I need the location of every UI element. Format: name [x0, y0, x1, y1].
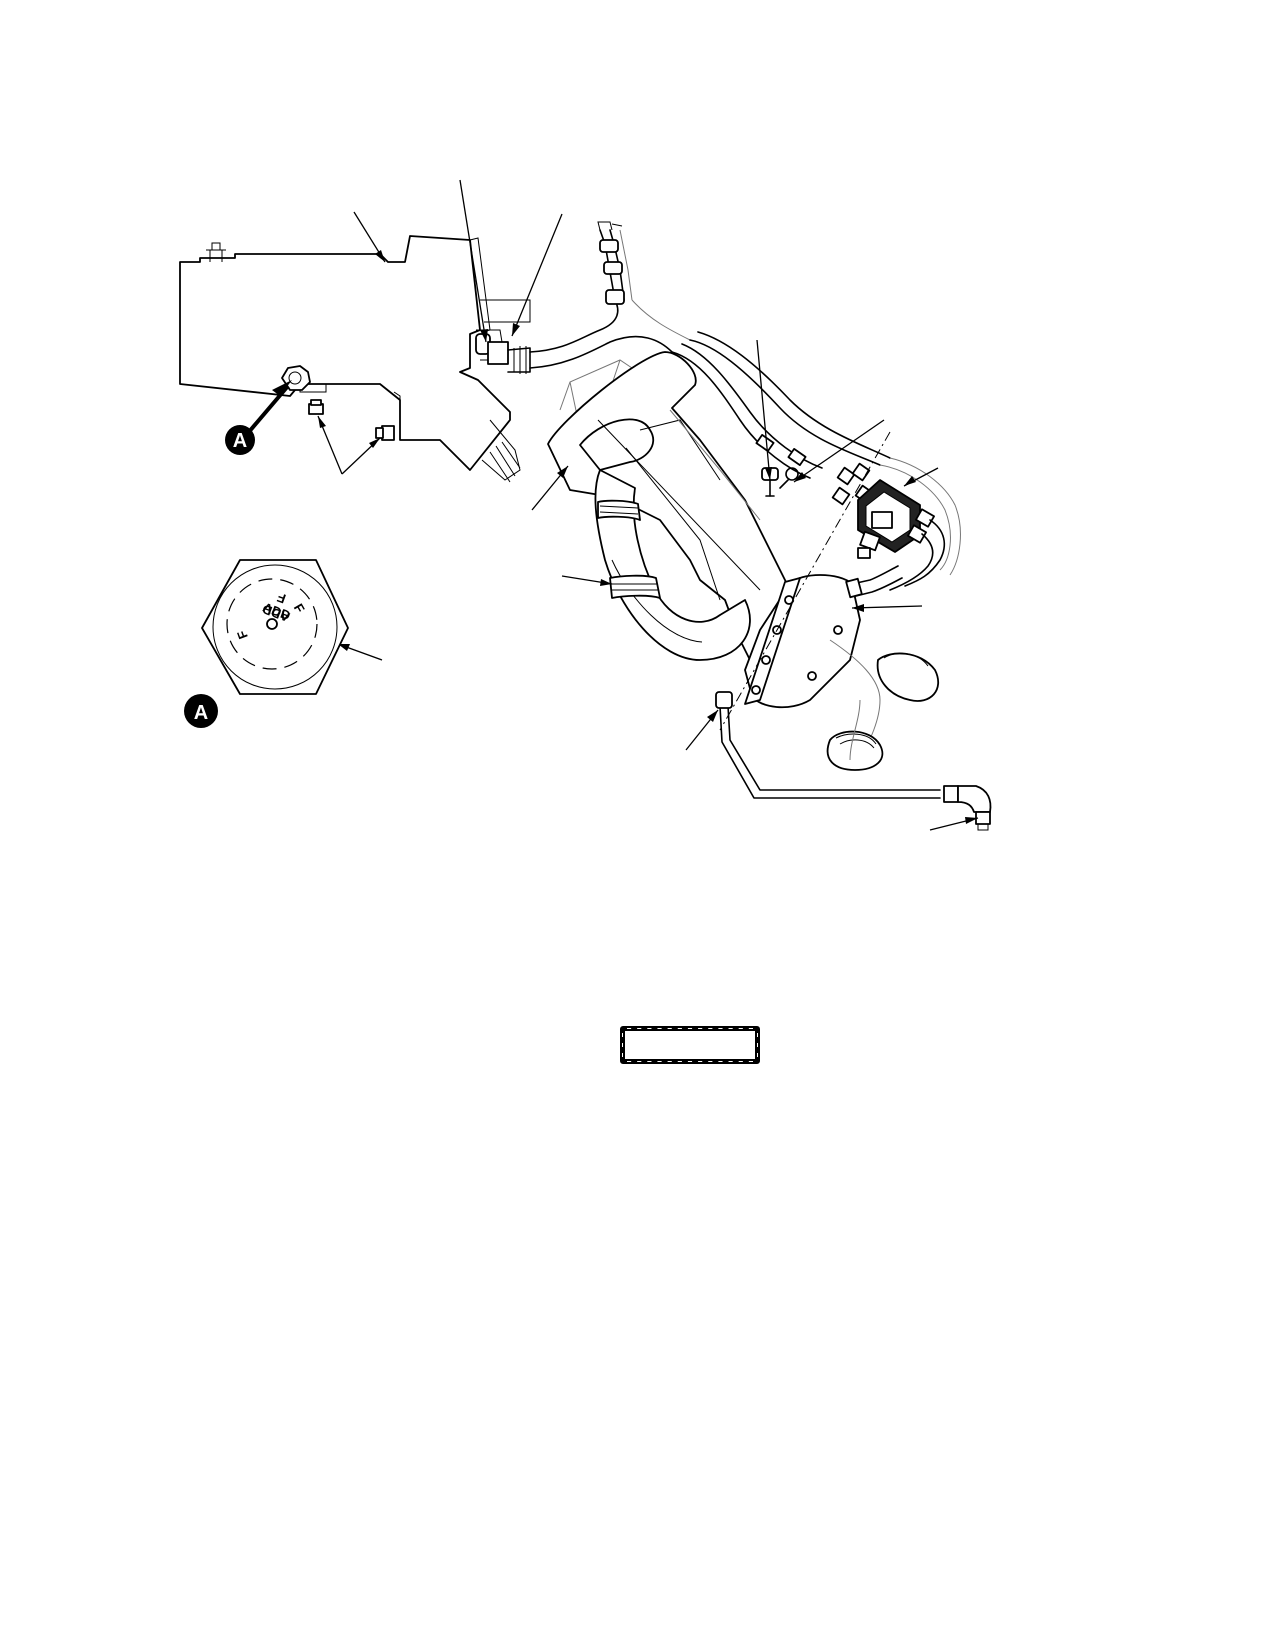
detail-callout-a: A [225, 380, 292, 455]
detail-inset-a: A [184, 694, 218, 728]
valve-block [857, 457, 961, 591]
fill-plug-detail: ADD F ADD F F [201, 559, 349, 695]
leader-lines [317, 179, 979, 831]
drain-line [715, 691, 992, 831]
drain-plug-side [375, 425, 395, 441]
inset-letter: A [194, 702, 208, 724]
reservoir-cylinder [744, 565, 903, 709]
callout-letter: A [233, 430, 247, 452]
housing-fitting [475, 333, 531, 374]
warning-frame [620, 1026, 760, 1064]
outlet-pipes [826, 639, 940, 771]
center-line [719, 431, 891, 731]
duct-assembly [547, 351, 791, 661]
drain-plug-lower [308, 399, 324, 415]
